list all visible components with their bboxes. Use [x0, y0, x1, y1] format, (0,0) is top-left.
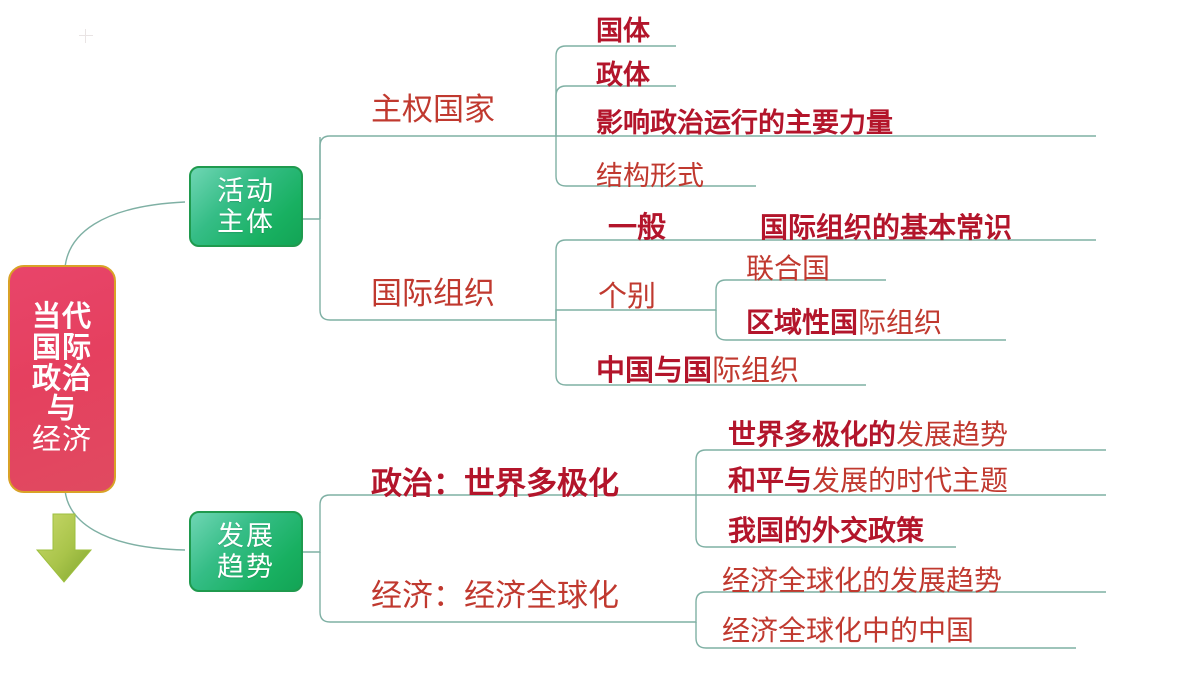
node-peace-development-bold: 和平与	[728, 466, 813, 497]
node-peace-development[interactable]: 和平与发展的时代主题	[728, 468, 1008, 496]
node-structure-form[interactable]: 结构形式	[596, 161, 704, 191]
node-zhengti[interactable]: 政体	[596, 60, 650, 90]
wire-actors-bracket-up	[319, 135, 546, 219]
branch-actors-line-1: 活动	[217, 176, 275, 207]
root-line-4: 与	[46, 393, 77, 426]
node-china-and-io-bold: 中国与国	[596, 355, 713, 387]
registration-mark	[79, 29, 93, 43]
root-line-2: 国际	[31, 331, 92, 364]
node-globalization-trend[interactable]: 经济全球化的发展趋势	[722, 566, 1003, 597]
node-particular[interactable]: 个别	[598, 281, 657, 313]
node-united-nations[interactable]: 联合国	[746, 254, 831, 285]
wire-trends-bracket-up	[303, 494, 686, 553]
root-line-3: 政治	[31, 362, 92, 395]
wire-root-to-actors	[64, 201, 186, 269]
wire-actors-bracket	[303, 137, 321, 220]
node-foreign-policy[interactable]: 我国的外交政策	[728, 516, 925, 547]
node-guoti[interactable]: 国体	[596, 16, 650, 46]
root-node[interactable]: 当代 国际 政治 与 经济	[8, 265, 116, 493]
node-regional-io[interactable]: 区域性国际组织	[746, 310, 942, 338]
node-economy-globalization[interactable]: 经济：经济全球化	[371, 578, 619, 613]
node-regional-io-regular: 际组织	[858, 308, 943, 339]
node-multipolar-trend-bold: 世界多极化的	[728, 420, 897, 451]
node-china-and-io-regular: 际组织	[712, 355, 800, 387]
node-regional-io-bold: 区域性国	[746, 308, 859, 339]
node-political-forces[interactable]: 影响政治运行的主要力量	[596, 108, 893, 138]
branch-node-actors[interactable]: 活动 主体	[189, 166, 303, 247]
root-line-5: 经济	[31, 424, 92, 457]
node-sovereign-state[interactable]: 主权国家	[371, 92, 495, 127]
node-multipolar-trend[interactable]: 世界多极化的发展趋势	[728, 422, 1008, 450]
down-arrow-icon	[35, 513, 93, 583]
branch-actors-line-2: 主体	[217, 206, 275, 237]
node-international-organizations[interactable]: 国际组织	[371, 276, 495, 311]
node-china-and-io[interactable]: 中国与国际组织	[596, 357, 799, 386]
node-china-in-globalization[interactable]: 经济全球化中的中国	[722, 616, 975, 647]
node-peace-development-regular: 发展的时代主题	[812, 466, 1009, 497]
node-multipolar-trend-regular: 发展趋势	[896, 420, 1009, 451]
node-general[interactable]: 一般	[608, 212, 667, 244]
branch-trends-line-1: 发展	[217, 521, 275, 552]
branch-trends-line-2: 趋势	[217, 551, 275, 582]
node-io-basics[interactable]: 国际组织的基本常识	[760, 213, 1013, 244]
branch-node-trends[interactable]: 发展 趋势	[189, 511, 303, 592]
root-line-1: 当代	[31, 301, 92, 334]
node-politics-multipolar[interactable]: 政治：世界多极化	[371, 466, 619, 501]
